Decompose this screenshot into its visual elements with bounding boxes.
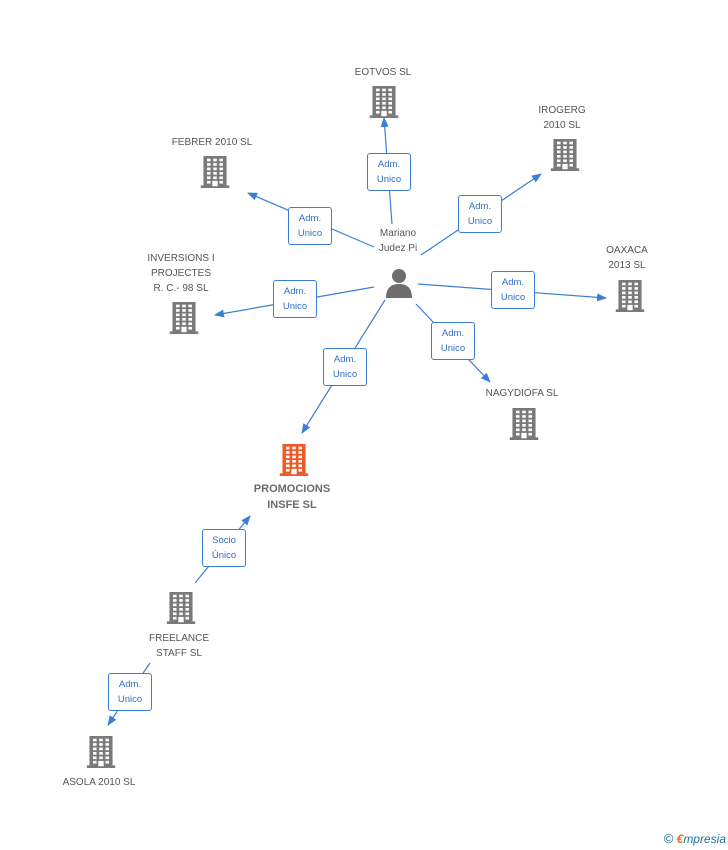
building-icon[interactable] — [368, 86, 400, 123]
node-label-febrer[interactable]: FEBRER 2010 SL — [171, 137, 253, 148]
person-icon[interactable] — [384, 268, 414, 303]
building-icon[interactable] — [549, 139, 581, 176]
node-label-asola[interactable]: ASOLA 2010 SL — [62, 777, 136, 788]
copyright-symbol: © — [663, 831, 674, 846]
edge-label-mariano-eotvos[interactable]: Adm. Unico — [367, 153, 411, 191]
building-icon[interactable] — [168, 302, 200, 339]
edge-label-mariano-febrer[interactable]: Adm. Unico — [288, 207, 332, 245]
building-icon[interactable] — [85, 736, 117, 773]
footer-brand: © €mpresia — [664, 831, 726, 846]
edge-label-freelance-promocions[interactable]: Socio Único — [202, 529, 246, 567]
building-icon[interactable] — [278, 444, 310, 481]
node-label-promocions[interactable]: PROMOCIONS INSFE SL — [253, 483, 331, 511]
node-label-oaxaca[interactable]: OAXACA 2013 SL — [606, 245, 648, 271]
edge-label-mariano-nagydiofa[interactable]: Adm. Unico — [431, 322, 475, 360]
node-label-freelance[interactable]: FREELANCE STAFF SL — [148, 633, 210, 659]
node-label-nagydiofa[interactable]: NAGYDIOFA SL — [485, 388, 559, 399]
building-icon[interactable] — [508, 408, 540, 445]
edge-label-mariano-oaxaca[interactable]: Adm. Unico — [491, 271, 535, 309]
edge-label-freelance-asola[interactable]: Adm. Unico — [108, 673, 152, 711]
edge-label-mariano-inversions[interactable]: Adm. Unico — [273, 280, 317, 318]
node-label-mariano[interactable]: Mariano Judez Pi — [378, 228, 418, 254]
node-label-eotvos[interactable]: EOTVOS SL — [354, 67, 412, 78]
edge-label-mariano-irogerg[interactable]: Adm. Unico — [458, 195, 502, 233]
building-icon[interactable] — [614, 280, 646, 317]
building-icon[interactable] — [199, 156, 231, 193]
brand-logo-initial: € — [676, 832, 684, 846]
building-icon[interactable] — [165, 592, 197, 629]
edge-label-mariano-promocions[interactable]: Adm. Unico — [323, 348, 367, 386]
brand-logo-text: mpresia — [683, 832, 726, 846]
node-label-inversions[interactable]: INVERSIONS I PROJECTES R. C.- 98 SL — [147, 253, 215, 294]
node-label-irogerg[interactable]: IROGERG 2010 SL — [538, 105, 586, 131]
